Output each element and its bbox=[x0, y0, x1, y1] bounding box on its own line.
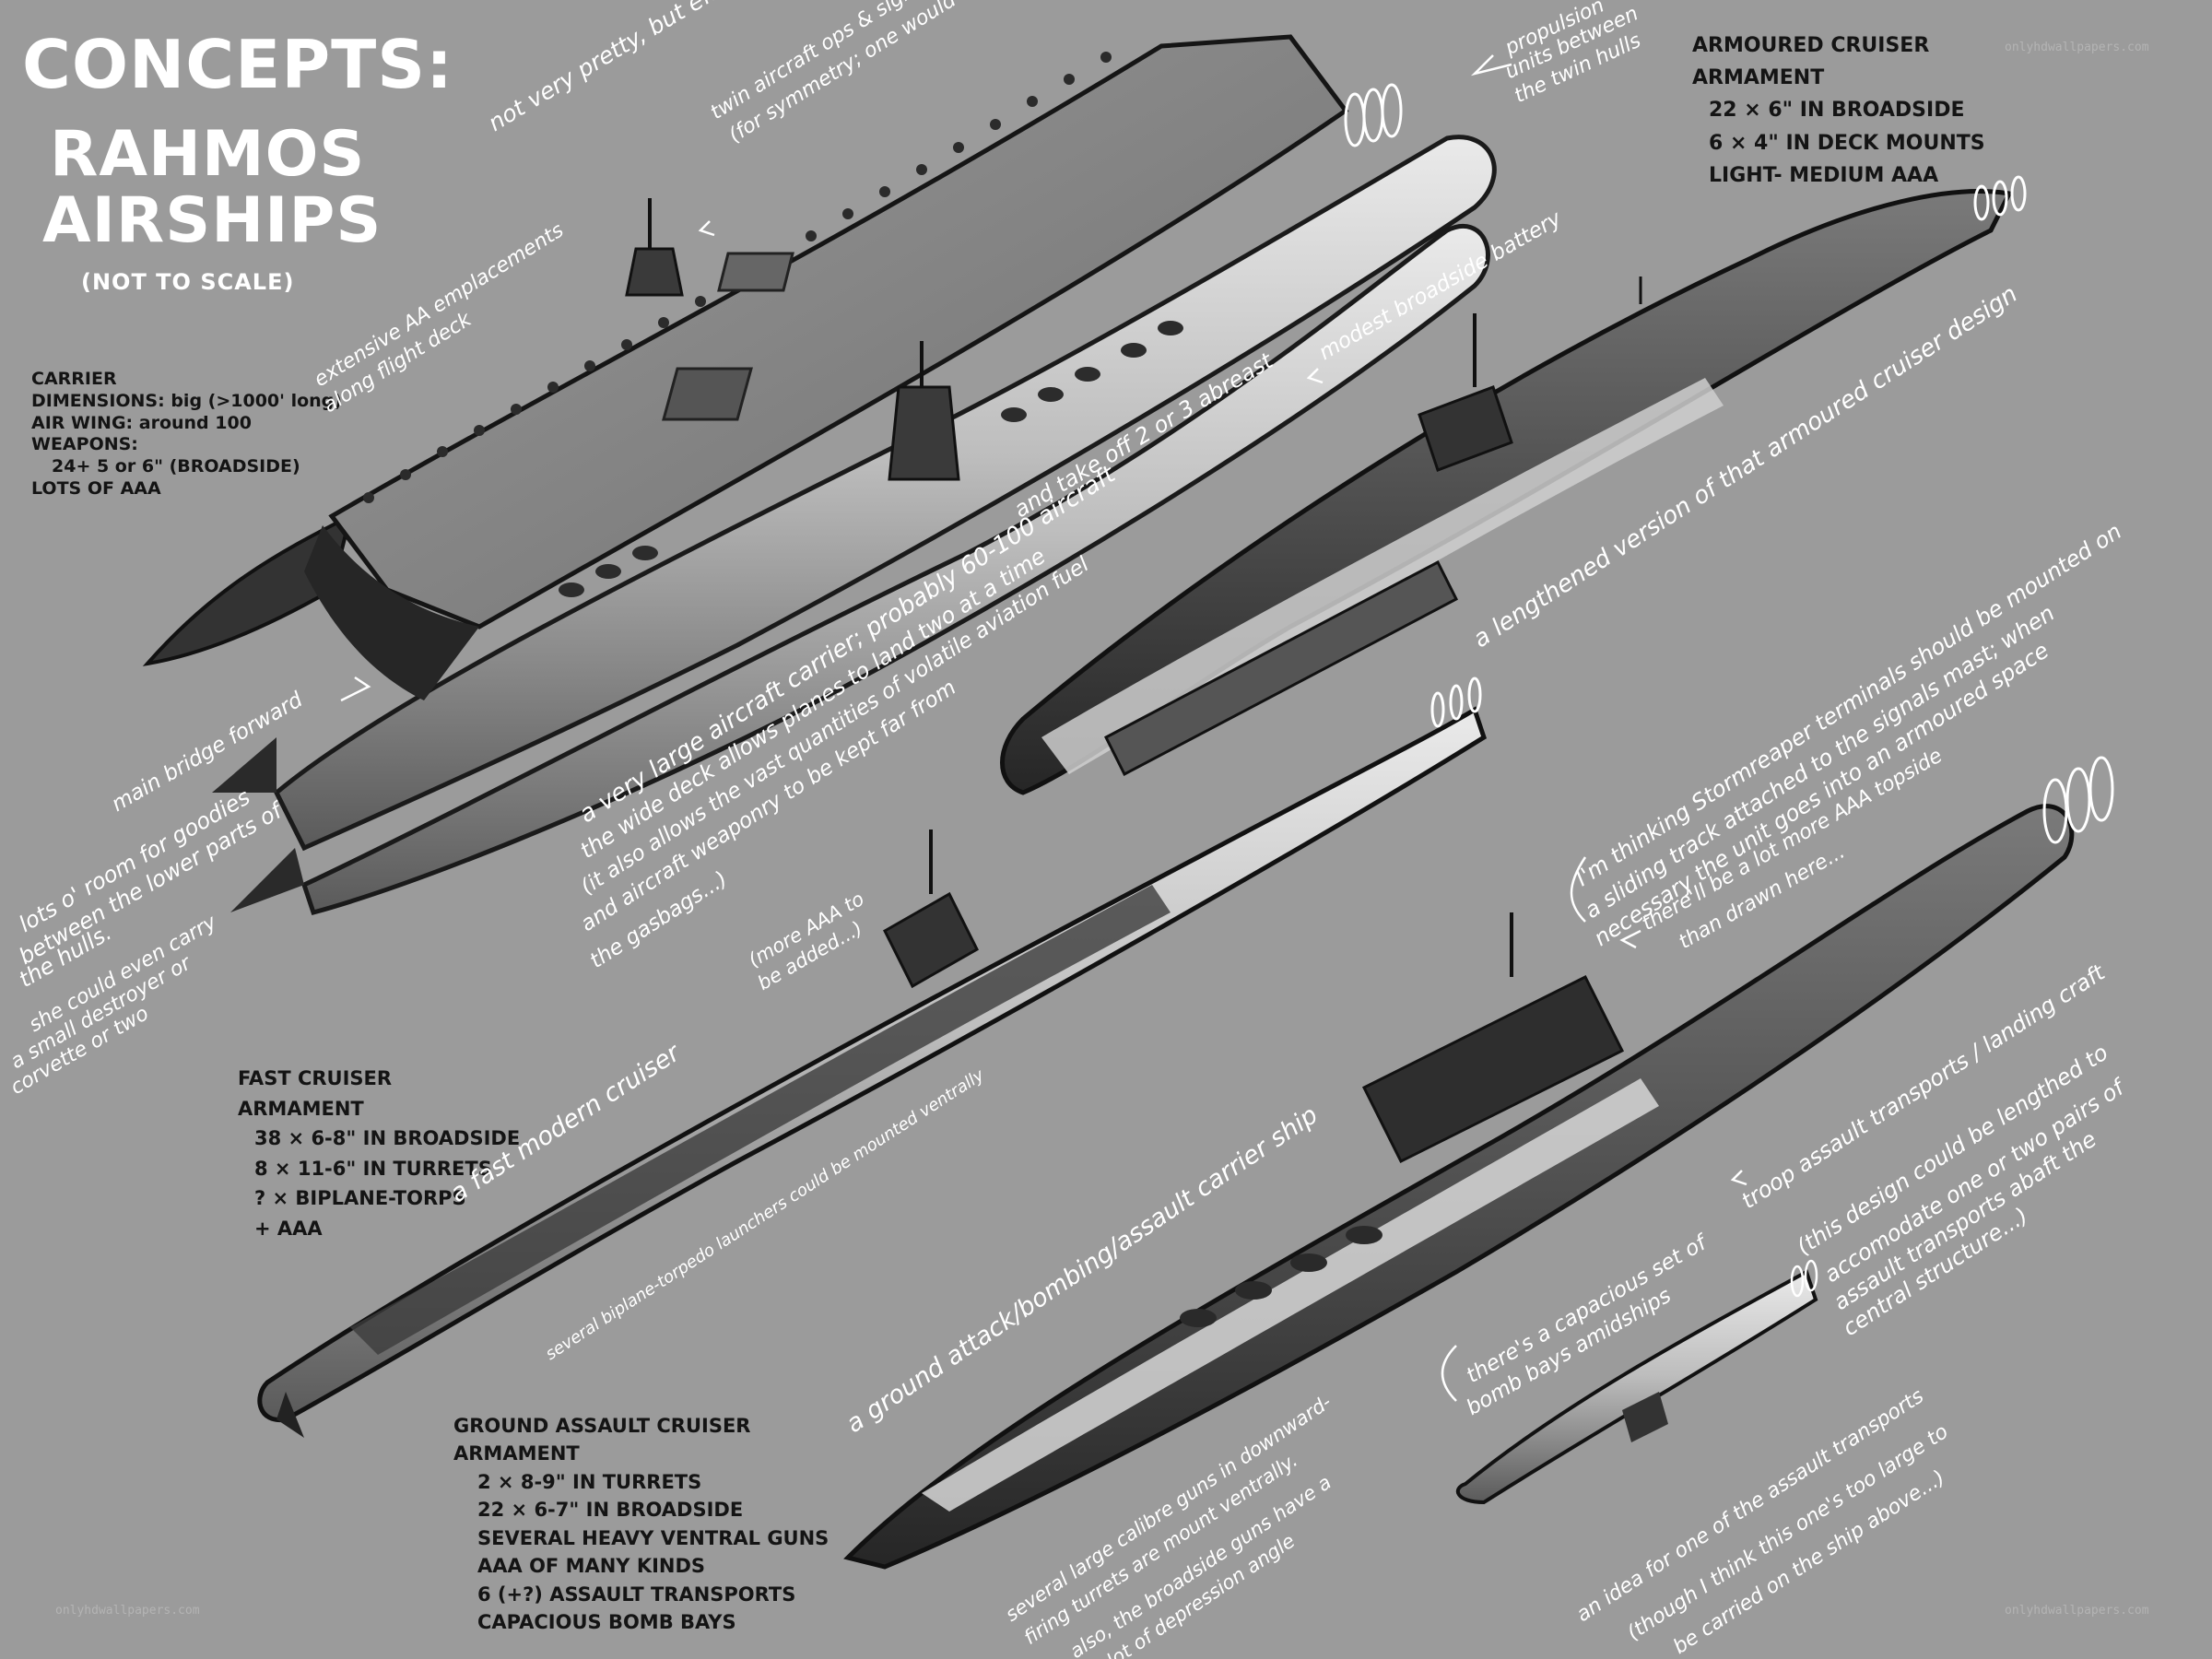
armoured-spec-row: LIGHT- MEDIUM AAA bbox=[1709, 163, 1939, 187]
fast-spec-row: ? × BIPLANE-TORPS bbox=[254, 1187, 466, 1210]
carrier-spec-row: 24+ 5 or 6" (BROADSIDE) bbox=[52, 456, 300, 477]
armoured-spec-row: ARMOURED CRUISER bbox=[1692, 34, 1930, 57]
armoured-spec-row: 22 × 6" IN BROADSIDE bbox=[1709, 99, 1965, 123]
armoured-cruiser-airship bbox=[1000, 175, 2027, 795]
ground-assault-cruiser-airship bbox=[843, 756, 2114, 1570]
armoured-spec-row: 6 × 4" IN DECK MOUNTS bbox=[1709, 131, 1985, 155]
fast-spec-row: 8 × 11-6" IN TURRETS bbox=[254, 1157, 492, 1180]
carrier-airship bbox=[142, 34, 1497, 916]
fast-spec-row: FAST CRUISER bbox=[238, 1067, 393, 1089]
fast-cruiser-spec: FAST CRUISER ARMAMENT 38 × 6-8" IN BROAD… bbox=[238, 1064, 520, 1243]
ground-spec-row: ARMAMENT bbox=[453, 1442, 580, 1465]
title-note: (NOT TO SCALE) bbox=[81, 269, 295, 295]
fast-cruiser-airship bbox=[257, 559, 1487, 1438]
carrier-spec-row: WEAPONS: bbox=[31, 434, 138, 455]
watermark: onlyhdwallpapers.com bbox=[2005, 41, 2149, 54]
ground-spec-row: SEVERAL HEAVY VENTRAL GUNS bbox=[477, 1526, 830, 1549]
ground-spec-row: AAA OF MANY KINDS bbox=[477, 1555, 706, 1578]
ground-spec-row: GROUND ASSAULT CRUISER bbox=[453, 1415, 751, 1437]
watermark: onlyhdwallpapers.com bbox=[55, 1604, 200, 1618]
armoured-spec-row: ARMAMENT bbox=[1692, 66, 1825, 90]
ground-spec-row: 6 (+?) ASSAULT TRANSPORTS bbox=[477, 1583, 796, 1606]
assault-transport-airship bbox=[1455, 1259, 1818, 1505]
ground-spec-row: 22 × 6-7" IN BROADSIDE bbox=[477, 1499, 744, 1522]
carrier-spec-row: CARRIER bbox=[31, 369, 117, 389]
carrier-spec-row: LOTS OF AAA bbox=[31, 477, 161, 499]
ground-assault-spec: GROUND ASSAULT CRUISER ARMAMENT 2 × 8-9"… bbox=[453, 1412, 829, 1637]
carrier-spec-row: DIMENSIONS: big (>1000' long) bbox=[31, 390, 342, 411]
title-line-2: RAHMOS bbox=[50, 118, 366, 191]
title-line-3: AIRSHIPS bbox=[42, 184, 382, 257]
fast-spec-row: + AAA bbox=[254, 1217, 323, 1240]
ground-spec-row: CAPACIOUS BOMB BAYS bbox=[477, 1611, 736, 1634]
ground-spec-row: 2 × 8-9" IN TURRETS bbox=[477, 1470, 702, 1493]
fast-spec-row: 38 × 6-8" IN BROADSIDE bbox=[254, 1127, 521, 1150]
watermark: onlyhdwallpapers.com bbox=[2005, 1604, 2149, 1618]
fast-spec-row: ARMAMENT bbox=[238, 1097, 364, 1120]
title-line-1: CONCEPTS: bbox=[22, 26, 453, 103]
armoured-cruiser-spec: ARMOURED CRUISER ARMAMENT 22 × 6" IN BRO… bbox=[1692, 29, 1985, 192]
carrier-spec: CARRIER DIMENSIONS: big (>1000' long) AI… bbox=[31, 369, 342, 500]
carrier-spec-row: AIR WING: around 100 bbox=[31, 412, 252, 433]
